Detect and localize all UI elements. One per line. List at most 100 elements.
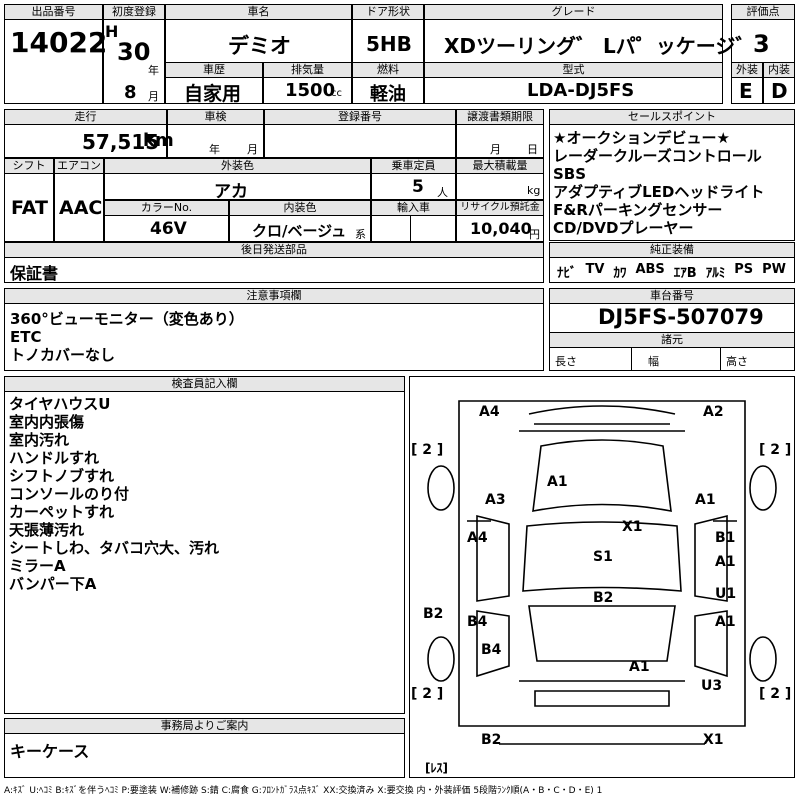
mark-tire-rr: [ 2 ]	[759, 686, 791, 702]
mark-right-rear-door-2: A1	[715, 614, 736, 630]
seats-unit: 人	[437, 186, 448, 199]
notes-box: 360°ビューモニター（変色あり） ETC トノカバーなし	[4, 303, 544, 371]
height-label: 高さ	[726, 355, 748, 368]
mark-windshield: A1	[547, 474, 568, 490]
mark-left-fender: A3	[485, 492, 506, 508]
aircon-label: エアコン	[54, 158, 104, 174]
mark-left-rear: B4	[481, 642, 502, 658]
fuel-label: 燃料	[352, 62, 424, 78]
notes-label: 注意事項欄	[4, 288, 544, 304]
mark-left-rear-door: B4	[467, 614, 488, 630]
mark-left-rear-quarter: B2	[423, 606, 443, 622]
equipment-navi: ﾅﾋﾞ	[557, 266, 577, 281]
equipment-leather: ｶﾜ	[613, 266, 627, 281]
displacement-label: 排気量	[263, 62, 352, 78]
interior-box	[763, 77, 795, 104]
interior-value: D	[771, 79, 788, 103]
inspector-item: バンパー下A	[9, 575, 97, 593]
length-label: 長さ	[555, 355, 577, 368]
exterior-value: E	[739, 79, 753, 103]
office-box	[4, 733, 405, 778]
era-value: H	[105, 22, 119, 41]
shaken-box	[167, 124, 264, 158]
mark-tire-rl: [ 2 ]	[411, 686, 443, 702]
inspector-item: シートしわ、タバコ穴大、汚れ	[9, 539, 220, 557]
exterior-box	[731, 77, 763, 104]
chassis-number-label: 車台番号	[549, 288, 795, 304]
inspector-item: 室内内張傷	[9, 413, 85, 431]
mark-roof: S1	[593, 549, 613, 565]
shift-value: FAT	[11, 197, 48, 219]
fuel-box	[352, 77, 424, 104]
model-box	[424, 77, 723, 104]
sales-points-label: セールスポイント	[549, 109, 795, 125]
mark-right-front-door-2: A1	[715, 554, 736, 570]
chassis-number-value: DJ5FS-507079	[598, 305, 764, 329]
legend-text: A:ｷｽﾞ U:ﾍｺﾐ B:ｷｽﾞを伴うﾍｺﾐ P:要塗装 W:補修跡 S:錆 …	[4, 786, 603, 796]
mileage-label: 走行	[4, 109, 167, 125]
shaken-label: 車検	[167, 109, 264, 125]
mark-rear-hatch: A1	[629, 659, 650, 675]
car-damage-diagram: A4 A2 [ 2 ] [ 2 ] A1 A3 A1 X1 A4 B1 A1 S…	[411, 400, 791, 775]
import-label: 輸入車	[371, 200, 456, 216]
windshield-outline	[532, 439, 672, 512]
mark-front-right: A2	[703, 404, 724, 420]
aircon-box	[54, 173, 104, 242]
import-box-right	[410, 215, 456, 242]
damage-diagram-frame	[409, 376, 795, 778]
color-number-label: カラーNo.	[104, 200, 229, 216]
door-type-label: ドア形状	[352, 4, 424, 20]
aircon-value: AAC	[59, 197, 103, 219]
rating-label: 評価点	[731, 4, 795, 20]
mark-right-fender: A1	[695, 492, 716, 508]
inspector-item: 室内汚れ	[9, 431, 70, 449]
sales-point-item: レーダークルーズコントロール	[553, 147, 762, 165]
inspector-item: ハンドルすれ	[9, 449, 100, 467]
model-value: LDA-DJ5FS	[527, 80, 635, 101]
displacement-unit: cc	[331, 88, 342, 99]
mark-rest: [ﾚｽ]	[425, 761, 448, 775]
sales-point-item: CD/DVDプレーヤー	[553, 219, 694, 237]
tire-rear-right	[749, 636, 777, 682]
car-body-outline	[458, 400, 746, 727]
mileage-value: 57,515	[82, 130, 160, 154]
month-unit: 月	[148, 90, 159, 103]
sales-point-item: SBS	[553, 165, 587, 183]
inspector-box: タイヤハウスU 室内内張傷 室内汚れ ハンドルすれ シフトノブすれ コンソールの…	[4, 391, 405, 714]
import-box-left	[371, 215, 411, 242]
door-type-value: 5HB	[366, 32, 412, 56]
seats-value: 5	[412, 177, 424, 197]
interior-label: 内装	[763, 62, 795, 78]
lot-number-label: 出品番号	[4, 4, 103, 20]
equipment-alloy: ｱﾙﾐ	[705, 266, 726, 281]
sales-point-item: F&Rパーキングセンサー	[553, 201, 723, 219]
mark-rear-glass: B2	[593, 590, 613, 606]
tire-front-right	[749, 465, 777, 511]
recycle-unit: 円	[529, 228, 540, 241]
inspector-label: 検査員記入欄	[4, 376, 405, 392]
recycle-box	[456, 215, 544, 242]
mark-right-front-door-1: B1	[715, 530, 735, 546]
sales-points-box: ★オークションデビュー★ レーダークルーズコントロール SBS アダプティブLE…	[549, 124, 795, 241]
mark-front-left: A4	[479, 404, 500, 420]
mark-rear-bumper-left: B2	[481, 732, 501, 748]
transfer-month-unit: 月	[490, 143, 501, 156]
roof-outline	[522, 521, 682, 592]
note-item: トノカバーなし	[10, 346, 116, 364]
mark-tire-fr: [ 2 ]	[759, 442, 791, 458]
first-registration-box	[103, 19, 165, 104]
history-value: 自家用	[184, 83, 242, 105]
tire-rear-left	[427, 636, 455, 682]
note-item: ETC	[10, 328, 42, 346]
sales-point-item: ★オークションデビュー★	[553, 129, 730, 147]
color-number-value: 46V	[150, 219, 187, 239]
transfer-day-unit: 日	[527, 143, 538, 156]
year-unit: 年	[148, 64, 159, 77]
equipment-airbag: ｴｱB	[673, 266, 697, 281]
inspector-item: カーペットすれ	[9, 503, 115, 521]
office-value: キーケース	[10, 742, 90, 761]
interior-color-value: クロ/ベージュ	[252, 222, 347, 240]
mark-roof-x: X1	[622, 519, 643, 535]
mark-tire-fl: [ 2 ]	[411, 442, 443, 458]
seats-box	[371, 173, 456, 200]
